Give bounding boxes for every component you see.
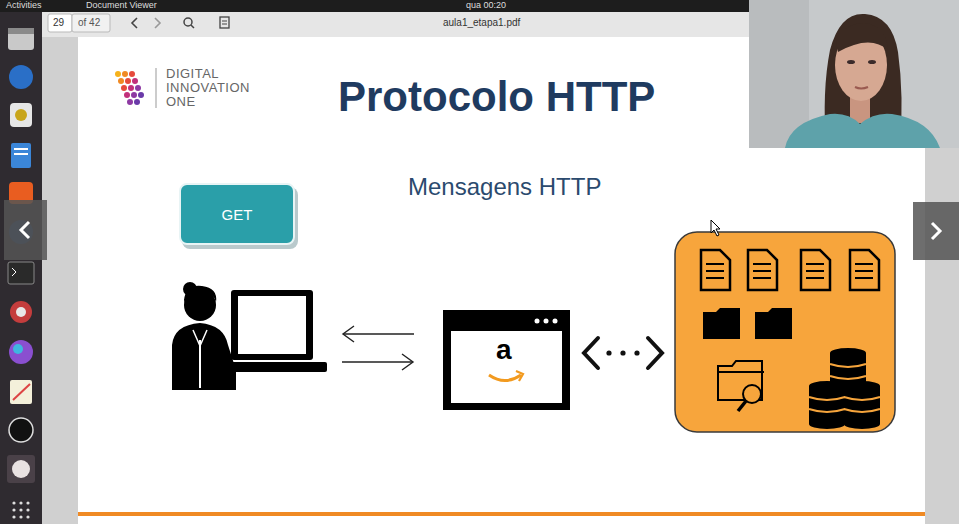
system-menu: Activities — [6, 0, 42, 11]
clock: qua 00:20 — [466, 0, 506, 11]
method-button: GET — [179, 183, 295, 245]
button-label: GET — [222, 206, 253, 223]
file-name: aula1_etapa1.pdf — [443, 17, 520, 29]
logo-text: DIGITAL INNOVATION ONE — [166, 67, 261, 109]
app-menu: Document Viewer — [86, 0, 157, 11]
slide-title: Protocolo HTTP — [338, 72, 655, 122]
subtitle: Mensagens HTTP — [408, 173, 601, 201]
page-number: 29 — [53, 17, 64, 29]
page-count: of 42 — [78, 17, 100, 29]
amazon-logo-letter: a — [496, 334, 512, 366]
